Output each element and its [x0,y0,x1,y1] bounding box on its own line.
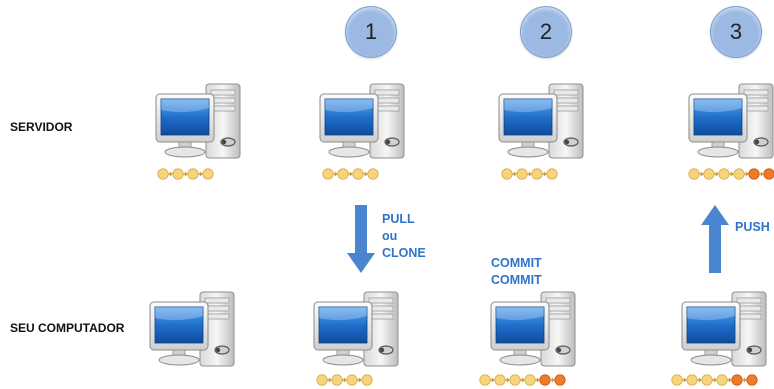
commit-chain [688,168,774,180]
commit-label: COMMIT [491,256,542,270]
commit-link-arrowhead [683,377,687,383]
commit-link-arrowhead [743,377,747,383]
commit-link-arrowhead [199,171,203,177]
commit-node [686,374,698,386]
commit-chain [501,168,558,180]
push-arrow-icon [701,205,729,273]
commit-link-arrowhead [513,171,517,177]
step-1-circle: 1 [345,6,397,58]
commit-node [494,374,506,386]
commit-link-arrowhead [349,171,353,177]
commit-chain [671,374,758,386]
commit-link-arrowhead [364,171,368,177]
commit-node [187,168,199,180]
commit-node [716,374,728,386]
push-label: PUSH [735,220,770,234]
commit-node [367,168,379,180]
pull-label: PULL [382,212,415,226]
commit-node [524,374,536,386]
server-computer-icon [318,82,408,162]
commit-node [322,168,334,180]
commit-node [331,374,343,386]
commit-link-arrowhead [715,171,719,177]
client-computer-icon [489,290,579,370]
server-computer-icon [687,82,774,162]
commit-link-arrowhead [343,377,347,383]
commit-node [501,168,513,180]
commit-labels: COMMIT COMMIT [491,255,542,289]
new-commit-node [554,374,566,386]
commit-node [202,168,214,180]
commit-node [546,168,558,180]
commit-node [718,168,730,180]
new-commit-node [539,374,551,386]
pull-arrow-icon [347,205,375,273]
commit-node [361,374,373,386]
new-commit-node [746,374,758,386]
commit-link-arrowhead [728,377,732,383]
commit-node [703,168,715,180]
commit-link-arrowhead [551,377,555,383]
commit-node [479,374,491,386]
step-3-circle: 3 [710,6,762,58]
commit-link-arrowhead [745,171,749,177]
commit-link-arrowhead [700,171,704,177]
client-computer-icon [680,290,770,370]
commit-node [172,168,184,180]
commit-link-arrowhead [521,377,525,383]
commit-node [701,374,713,386]
commit-link-arrowhead [536,377,540,383]
commit-link-arrowhead [334,171,338,177]
commit-node [531,168,543,180]
or-label: ou [382,229,398,243]
commit-node [352,168,364,180]
commit-link-arrowhead [491,377,495,383]
commit-link-arrowhead [543,171,547,177]
commit-link-arrowhead [528,171,532,177]
commit-node [509,374,521,386]
commit-node [346,374,358,386]
commit-node [516,168,528,180]
commit-link-arrowhead [713,377,717,383]
new-commit-node [748,168,760,180]
clone-label: CLONE [382,246,426,260]
server-computer-icon [497,82,587,162]
commit-label: COMMIT [491,273,542,287]
commit-node [671,374,683,386]
server-row-label: SERVIDOR [10,120,73,134]
commit-link-arrowhead [506,377,510,383]
step-2-circle: 2 [520,6,572,58]
commit-node [337,168,349,180]
commit-node [157,168,169,180]
commit-link-arrowhead [358,377,362,383]
commit-link-arrowhead [328,377,332,383]
commit-node [733,168,745,180]
new-commit-node [731,374,743,386]
client-computer-icon [148,290,238,370]
commit-link-arrowhead [184,171,188,177]
client-computer-icon [312,290,402,370]
commit-chain [316,374,373,386]
pull-clone-label: PULL ou CLONE [382,211,426,262]
commit-node [316,374,328,386]
commit-node [688,168,700,180]
commit-chain [479,374,566,386]
commit-link-arrowhead [760,171,764,177]
server-computer-icon [154,82,244,162]
commit-chain [322,168,379,180]
commit-link-arrowhead [698,377,702,383]
commit-chain [157,168,214,180]
commit-link-arrowhead [730,171,734,177]
new-commit-node [763,168,774,180]
client-row-label: SEU COMPUTADOR [10,321,125,335]
commit-link-arrowhead [169,171,173,177]
